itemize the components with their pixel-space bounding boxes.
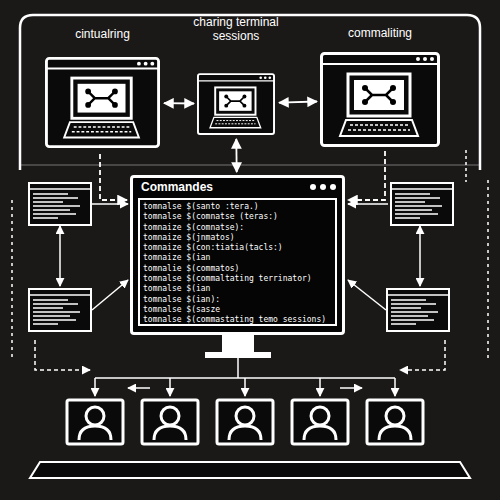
outer-frame — [20, 15, 480, 170]
command-line: tomnaize $(con:tiatia(tacls:) — [143, 243, 332, 253]
command-line: tomnalie $(commatos) — [143, 264, 332, 274]
command-line: tomnalse $(comnatse (teras:) — [143, 212, 332, 222]
session-connector — [235, 139, 237, 172]
user-terminals — [67, 400, 423, 444]
terminal-monitor: Commandestomnalse $(santo :tera.)tomnals… — [130, 175, 345, 335]
session-window: commaliting — [320, 52, 440, 147]
command-line: tomnaize $(ian — [143, 253, 332, 263]
window-icons — [46, 54, 438, 147]
command-line: tomnalse $(commaltating terrinator) — [143, 274, 332, 284]
session-window: charing terminal sessions — [197, 73, 275, 135]
side-wires — [12, 150, 488, 370]
session-connector — [279, 102, 317, 103]
window-label: commaliting — [320, 26, 440, 40]
terminal-screen: tomnalse $(santo :tera.)tomnalse $(comna… — [138, 198, 337, 326]
monitor-stand — [205, 335, 271, 358]
user-platform — [30, 462, 470, 478]
window-label: cintualring — [43, 27, 163, 41]
window-label: charing terminal sessions — [186, 15, 286, 43]
user-wires — [95, 358, 395, 396]
command-line: tomnaize $(comnatse): — [143, 223, 332, 233]
command-line: tomnaize $(jnmatos) — [143, 233, 332, 243]
command-line: tomnalse $(ian): — [143, 295, 332, 305]
command-line: tomnalse $(santo :tera.) — [143, 202, 332, 212]
session-window: cintualring — [45, 55, 160, 150]
command-line: tomnalse $(sasze — [143, 305, 332, 315]
session-connector — [164, 102, 194, 104]
command-line: tomnalse $(ian — [143, 284, 332, 294]
window-title: Commandes — [141, 180, 213, 194]
session-connector — [100, 154, 127, 200]
command-line: tomnalse $(commastating temo sessions) — [143, 315, 332, 325]
session-connector — [348, 151, 385, 200]
window-dots — [308, 182, 338, 192]
